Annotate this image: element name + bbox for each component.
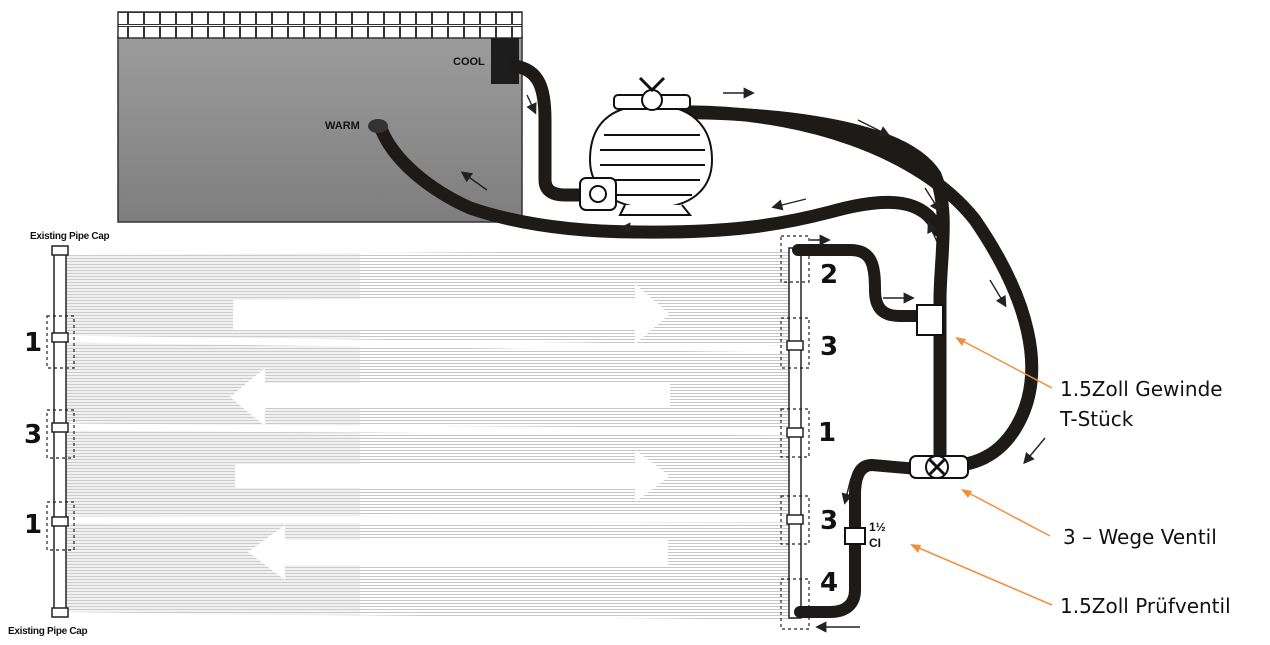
valve-callout: 3 – Wege Ventil	[1063, 525, 1217, 549]
hose-cool-to-pump	[508, 59, 597, 202]
bottom-cap-label: Existing Pipe Cap	[8, 626, 88, 637]
check-valve-callout: 1.5Zoll Prüfventil	[1060, 594, 1231, 618]
arrow-10	[460, 171, 488, 191]
left-box-1b	[46, 501, 75, 551]
left-box-1	[46, 315, 75, 369]
check-valve-tag-1: 1½	[869, 520, 886, 534]
filter-dial	[641, 89, 663, 111]
callout-head-tee	[955, 337, 966, 346]
valve-handle	[927, 457, 947, 477]
flow-arrow-left-2	[248, 525, 668, 580]
right-number-1: 2	[820, 260, 839, 290]
filter-tank	[588, 103, 714, 210]
left-box-3	[46, 409, 75, 459]
pump-housing	[589, 185, 607, 203]
flow-arrow-right-2	[235, 450, 670, 502]
left-coupler-1	[51, 332, 69, 343]
callout-arrowheads	[910, 337, 972, 553]
hose-return-to-pool	[373, 119, 945, 239]
top-cap-label: Existing Pipe Cap	[30, 231, 110, 242]
filter-ribs	[600, 134, 705, 196]
left-header-pipe	[53, 251, 67, 615]
left-number-3: 1	[24, 510, 43, 540]
right-box-3b	[780, 495, 810, 545]
left-coupler-3	[51, 422, 69, 433]
arrow-6	[1023, 437, 1046, 465]
arrow-13	[841, 477, 853, 505]
pool	[117, 11, 523, 223]
right-box-4	[780, 578, 810, 630]
right-number-4: 3	[820, 506, 839, 536]
callout-head-check	[910, 544, 921, 553]
panel-separators	[61, 335, 796, 524]
tee-callout-line2: T-Stück	[1060, 407, 1134, 431]
arrow-5	[989, 279, 1007, 308]
arrow-7	[927, 221, 939, 245]
hose-filter-to-valve-b	[673, 105, 1039, 474]
pump-motor	[579, 177, 617, 211]
tee-callout-line1: 1.5Zoll Gewinde	[1060, 377, 1223, 401]
right-box-3	[780, 317, 810, 369]
solar-panel	[46, 235, 810, 630]
left-number-2: 3	[24, 420, 43, 450]
cool-label: COOL	[453, 56, 485, 68]
callout-head-valve	[961, 489, 972, 498]
hose-panel-outlet	[792, 244, 936, 322]
flow-arrows	[460, 87, 1046, 633]
arrow-4	[924, 187, 941, 213]
left-coupler-1b	[51, 516, 69, 527]
check-valve	[844, 527, 866, 545]
filter-handle	[638, 76, 666, 93]
right-number-2: 3	[820, 332, 839, 362]
right-coupler-3b	[786, 514, 804, 525]
right-box-1	[780, 408, 810, 458]
left-number-1: 1	[24, 328, 43, 358]
flow-arrow-left-1	[230, 368, 670, 426]
pool-coping	[117, 11, 523, 39]
arrow-1	[526, 94, 537, 115]
right-coupler-3	[786, 340, 804, 351]
callout-lines	[911, 337, 1053, 606]
arrow-3	[857, 119, 891, 137]
filter-base	[618, 204, 693, 216]
flow-arrow-right-1	[233, 284, 670, 344]
pump-filter	[579, 76, 714, 216]
right-number-5: 4	[820, 568, 839, 598]
check-valve-tag-2: CI	[869, 536, 881, 550]
arrow-8	[771, 198, 807, 211]
tee-callout: 1.5Zoll Gewinde T-Stück	[1060, 374, 1223, 434]
right-coupler-1	[786, 427, 804, 438]
bottom-pipe-cap	[51, 607, 69, 618]
right-box-2	[780, 235, 810, 283]
fittings	[844, 304, 969, 545]
pool-body	[117, 35, 523, 223]
callout-line-tee	[956, 337, 1053, 389]
callout-line-valve	[962, 489, 1051, 537]
right-number-3: 1	[818, 418, 837, 448]
top-pipe-cap	[51, 245, 69, 256]
callout-line-check	[911, 544, 1053, 606]
warm-label: WARM	[325, 120, 360, 132]
tee-fitting	[916, 304, 944, 336]
warm-inlet	[368, 119, 388, 133]
